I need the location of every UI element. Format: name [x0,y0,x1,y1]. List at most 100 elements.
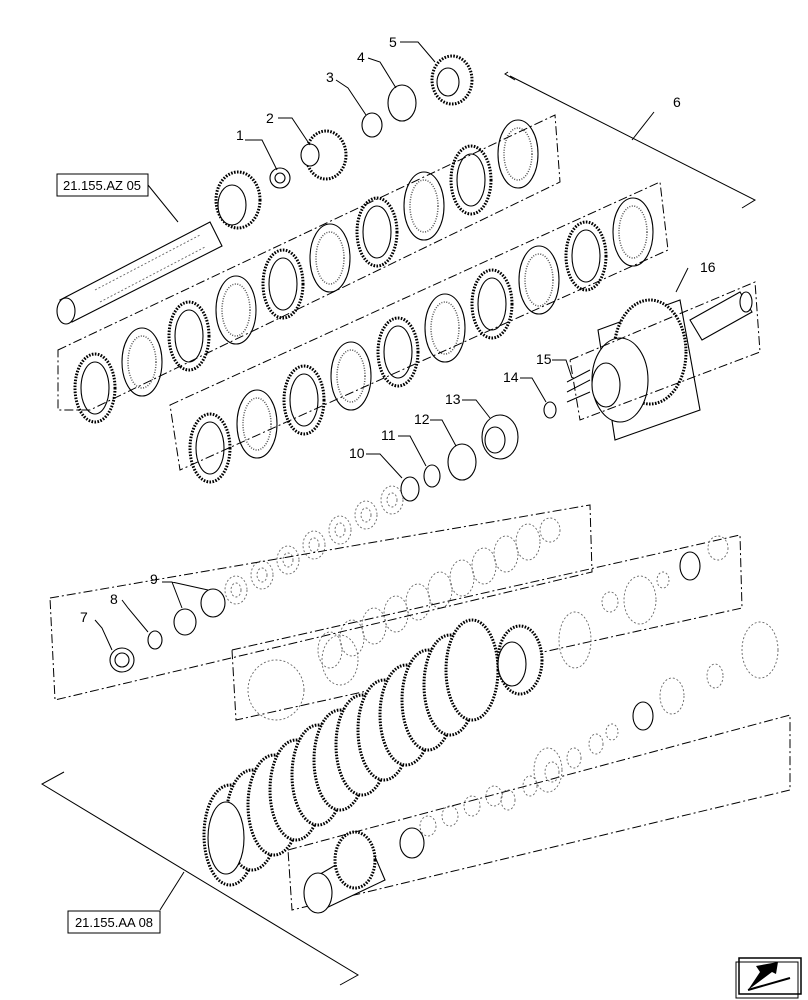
clutch-disc-inner [174,309,204,363]
bearing [679,551,701,581]
clutch-disc-inner [268,257,298,311]
clutch-disc-inner [503,127,533,181]
dotted-washer-hole [308,537,320,553]
callout-12: 12 [414,411,430,427]
dotted-washer-hole [360,507,372,523]
clutch-disc-inner [456,153,486,207]
clutch-disc-inner [409,179,439,233]
callout-4: 4 [357,49,365,65]
dotted-washer-hole [334,522,346,538]
dotted-washer [441,805,459,827]
dotted-washer [302,530,326,560]
dotted-washer-chain [224,485,561,669]
callout-1: 1 [236,127,244,143]
callout-9: 9 [150,571,158,587]
clutch-disc-inner [430,301,460,355]
dotted-friction-plate [427,571,453,609]
dotted-hub [247,659,305,721]
bearing-part-13 [481,414,519,460]
input-shaft [56,170,262,325]
dotted-washer [656,571,670,589]
drum-bore [207,801,245,875]
bearing [632,701,654,731]
clutch-disc-inner [242,397,272,451]
pins-part-15 [566,369,591,403]
dotted-washer [250,560,274,590]
clutch-disc-row-upper [73,119,539,424]
clutch-disc-inner [315,231,345,285]
callout-11: 11 [381,427,396,443]
dotted-clip [601,591,619,613]
dotted-flange [741,621,779,679]
dotted-ring [321,634,359,686]
output-gear [303,827,425,914]
reference-box-top[interactable]: 21.155.AZ 05 [56,173,179,223]
dotted-hub [659,677,685,715]
clutch-disc-inner [289,373,319,427]
dotted-snap-ring [558,611,592,669]
ring-part-11 [423,464,441,488]
lower-pack-boundary [169,181,669,471]
dotted-friction-plate [383,595,409,633]
dotted-friction-plate [449,559,475,597]
dotted-friction-plate [493,535,519,573]
drum-plate [444,618,500,722]
dotted-washer [276,545,300,575]
upper-pack-boundary [57,114,561,411]
dotted-washer [566,747,582,769]
callout-7: 7 [80,609,88,625]
dotted-washer [354,500,378,530]
ring-part-12 [447,443,477,481]
dotted-washer [605,723,619,741]
dotted-friction-plate [317,631,343,669]
dotted-washer-hole [230,582,242,598]
callout-16: 16 [700,259,716,275]
dotted-gear [533,747,563,793]
callout-13: 13 [445,391,461,407]
dotted-washer [328,515,352,545]
dotted-washer-hole [256,567,268,583]
callout-15: 15 [536,351,552,367]
clutch-disc-inner [362,205,392,259]
dotted-friction-plate [405,583,431,621]
dotted-washer [380,485,404,515]
dotted-friction-plate [471,547,497,585]
reference-box-bottom[interactable]: 21.155.AA 08 [67,910,161,934]
clutch-disc-inner [477,277,507,331]
washer-part-14 [543,401,557,419]
clutch-disc-inner [618,205,648,259]
clutch-drum-stack [202,618,544,887]
dotted-washer-hole [386,492,398,508]
dotted-friction-plate [339,619,365,657]
callout-5: 5 [389,34,397,50]
clutch-disc-row-lower [188,197,654,484]
dotted-washer [500,789,516,811]
dotted-washer [544,761,560,783]
ring-part-8 [147,630,163,650]
dotted-washer [522,775,538,797]
gear-part-2 [300,129,348,181]
dotted-washer [419,815,437,837]
clutch-disc-inner [383,325,413,379]
clutch-disc-inner [80,361,110,415]
callout-14: 14 [503,369,519,385]
dotted-washer-hole [282,552,294,568]
bracket-6 [504,71,757,209]
callout-6: 6 [673,94,681,110]
bracket-bottom [40,771,359,986]
washer-part-9 [173,588,226,636]
next-page-arrow-icon[interactable] [735,957,802,999]
svg-text:21.155.AA 08: 21.155.AA 08 [75,915,153,930]
clutch-disc-inner [571,229,601,283]
dotted-washer [463,795,481,817]
clutch-disc-inner [221,283,251,337]
dotted-washer [588,733,604,755]
ring-part-3 [361,112,383,138]
callout-labels: 1 2 3 4 5 6 7 8 9 10 11 12 13 14 15 16 [80,34,716,651]
dotted-ring [623,575,657,625]
dotted-washer [706,663,724,689]
dotted-friction-plate [515,523,541,561]
clutch-disc-inner [524,253,554,307]
svg-text:21.155.AZ 05: 21.155.AZ 05 [63,178,141,193]
